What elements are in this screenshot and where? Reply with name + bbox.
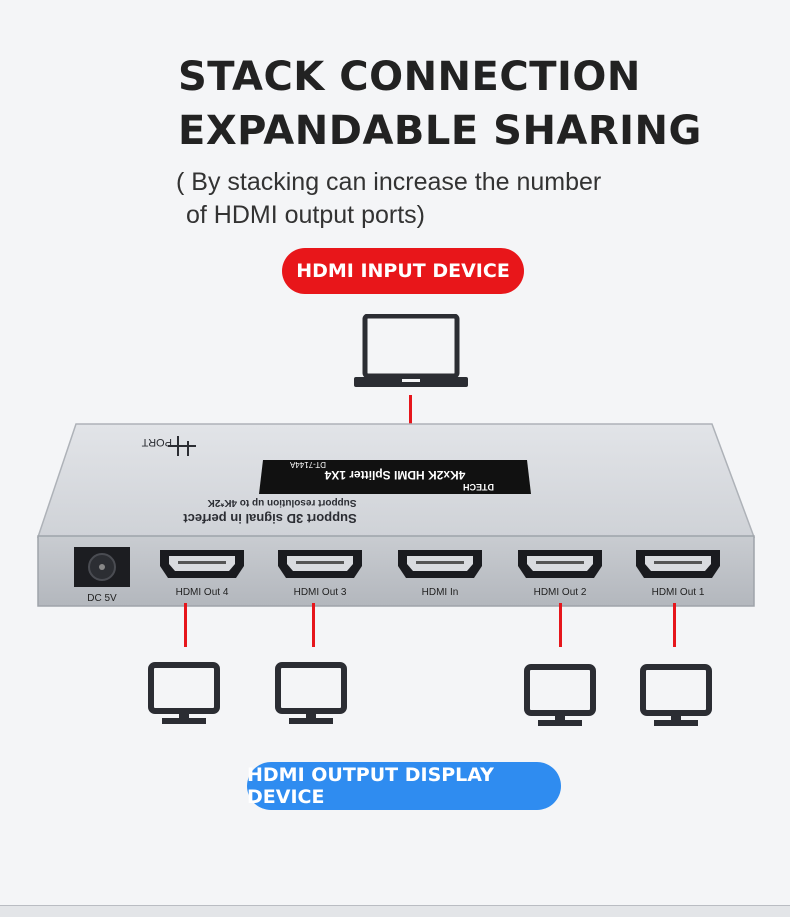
monitor-icon: [275, 662, 347, 724]
dc-label: DC 5V: [87, 593, 117, 604]
model-code: DT-7144A: [289, 460, 326, 469]
hdmi-port-icon: [398, 550, 482, 578]
output-device-badge: HDMI OUTPUT DISPLAY DEVICE: [247, 762, 561, 810]
usb-icon: [168, 436, 196, 456]
hdmi-port-label: HDMI Out 4: [176, 587, 229, 598]
monitor-icon: [148, 662, 220, 724]
dc-jack-icon: [74, 547, 130, 587]
hdmi-port-icon: [518, 550, 602, 578]
hdmi-port-label: HDMI In: [422, 587, 459, 598]
subtitle-line-1: ( By stacking can increase the number: [176, 168, 602, 196]
monitor-icon: [524, 664, 596, 726]
output-device-label: HDMI OUTPUT DISPLAY DEVICE: [247, 764, 494, 808]
hdmi-port-label: HDMI Out 2: [534, 587, 587, 598]
port-text: PORT: [141, 436, 172, 448]
headline-line-1: STACK CONNECTION: [178, 54, 641, 100]
output-3-connector-line: [312, 603, 315, 647]
output-2-connector-line: [559, 603, 562, 647]
subtitle-line-2: of HDMI output ports): [186, 201, 425, 229]
monitor-icon: [640, 664, 712, 726]
hdmi-port-icon: [278, 550, 362, 578]
laptop-icon: [354, 314, 468, 387]
output-1-connector-line: [673, 603, 676, 647]
input-connector-line: [409, 395, 412, 443]
feature-text-3d: Support 3D signal in perfect: [183, 511, 357, 526]
brand-text: DTECH: [463, 482, 494, 492]
hdmi-port-label: HDMI Out 3: [294, 587, 347, 598]
output-4-connector-line: [184, 603, 187, 647]
hdmi-port-icon: [636, 550, 720, 578]
input-device-label: HDMI INPUT DEVICE: [296, 260, 510, 282]
device-front-panel: [37, 535, 755, 607]
model-title: 4Kx2K HDMI Splitter 1X4: [324, 468, 465, 482]
headline-line-2: EXPANDABLE SHARING: [178, 108, 702, 154]
bottom-bar: [0, 905, 790, 917]
subtitle: ( By stacking can increase the number of…: [176, 166, 601, 232]
hdmi-port-label: HDMI Out 1: [652, 587, 705, 598]
model-label-plate: [259, 460, 531, 494]
input-device-badge: HDMI INPUT DEVICE: [282, 248, 524, 294]
hdmi-port-icon: [160, 550, 244, 578]
feature-text-resolution: Support resolution up to 4K*2K: [207, 497, 357, 508]
headline: STACK CONNECTION EXPANDABLE SHARING: [178, 50, 702, 158]
